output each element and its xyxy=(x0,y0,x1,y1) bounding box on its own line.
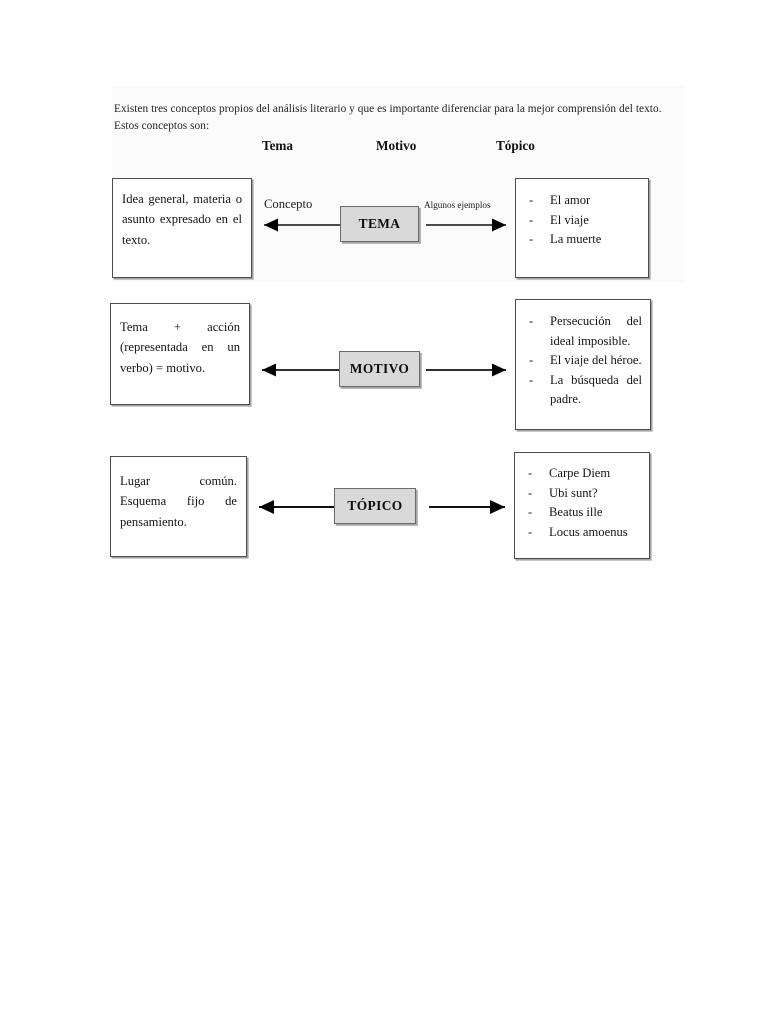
chip-tema: TEMA xyxy=(340,206,419,242)
column-caption-tema: Tema xyxy=(262,138,294,153)
list-item: Ubi sunt? xyxy=(525,484,641,504)
list-item: Locus amoenus xyxy=(525,523,641,543)
edge-label-algunos-ejemplos: Algunos ejemplos xyxy=(424,200,491,210)
examples-box-topico: Carpe Diem Ubi sunt? Beatus ille Locus a… xyxy=(514,452,650,559)
diagram-row-tema: Idea general, materia o asunto expresado… xyxy=(0,176,768,284)
definition-box-motivo: Tema + acción (representada en un verbo)… xyxy=(110,303,250,405)
list-item: El amor xyxy=(526,191,640,211)
double-arrow-connector-tema xyxy=(264,218,506,232)
chip-label-motivo: MOTIVO xyxy=(349,361,410,376)
double-arrow-connector-topico xyxy=(259,500,505,514)
definition-text-motivo: Tema + acción (representada en un verbo)… xyxy=(120,320,240,375)
list-item: El viaje del héroe. xyxy=(526,351,642,371)
chip-label-tema: TEMA xyxy=(358,216,401,231)
list-item: Carpe Diem xyxy=(525,464,641,484)
list-item: Beatus ille xyxy=(525,503,641,523)
column-caption-row: Tema Motivo Tópico xyxy=(114,138,684,160)
examples-box-motivo: Persecución del ideal imposible. El viaj… xyxy=(515,299,651,430)
list-item: La muerte xyxy=(526,230,640,250)
column-caption-motivo: Motivo xyxy=(376,138,417,153)
edge-label-concepto: Concepto xyxy=(264,197,313,211)
intro-paragraph: Existen tres conceptos propios del análi… xyxy=(114,103,662,132)
diagram-row-motivo: Tema + acción (representada en un verbo)… xyxy=(0,299,768,436)
definition-text-topico: Lugar común. Esquema fijo de pensamiento… xyxy=(120,474,237,529)
examples-list-tema: El amor El viaje La muerte xyxy=(526,191,640,250)
definition-box-topico: Lugar común. Esquema fijo de pensamiento… xyxy=(110,456,247,557)
definition-text-tema: Idea general, materia o asunto expresado… xyxy=(122,192,242,247)
list-item: Persecución del ideal imposible. xyxy=(526,312,642,351)
double-arrow-connector-motivo xyxy=(262,363,506,377)
list-item: El viaje xyxy=(526,211,640,231)
examples-list-motivo: Persecución del ideal imposible. El viaj… xyxy=(526,312,642,410)
list-item: La búsqueda del padre. xyxy=(526,371,642,410)
chip-motivo: MOTIVO xyxy=(339,351,420,387)
diagram-row-topico: Lugar común. Esquema fijo de pensamiento… xyxy=(0,452,768,567)
column-caption-topico: Tópico xyxy=(496,138,535,153)
examples-box-tema: El amor El viaje La muerte xyxy=(515,178,649,278)
definition-box-tema: Idea general, materia o asunto expresado… xyxy=(112,178,252,278)
chip-topico: TÓPICO xyxy=(334,488,416,524)
examples-list-topico: Carpe Diem Ubi sunt? Beatus ille Locus a… xyxy=(525,464,641,542)
chip-label-topico: TÓPICO xyxy=(347,498,403,513)
